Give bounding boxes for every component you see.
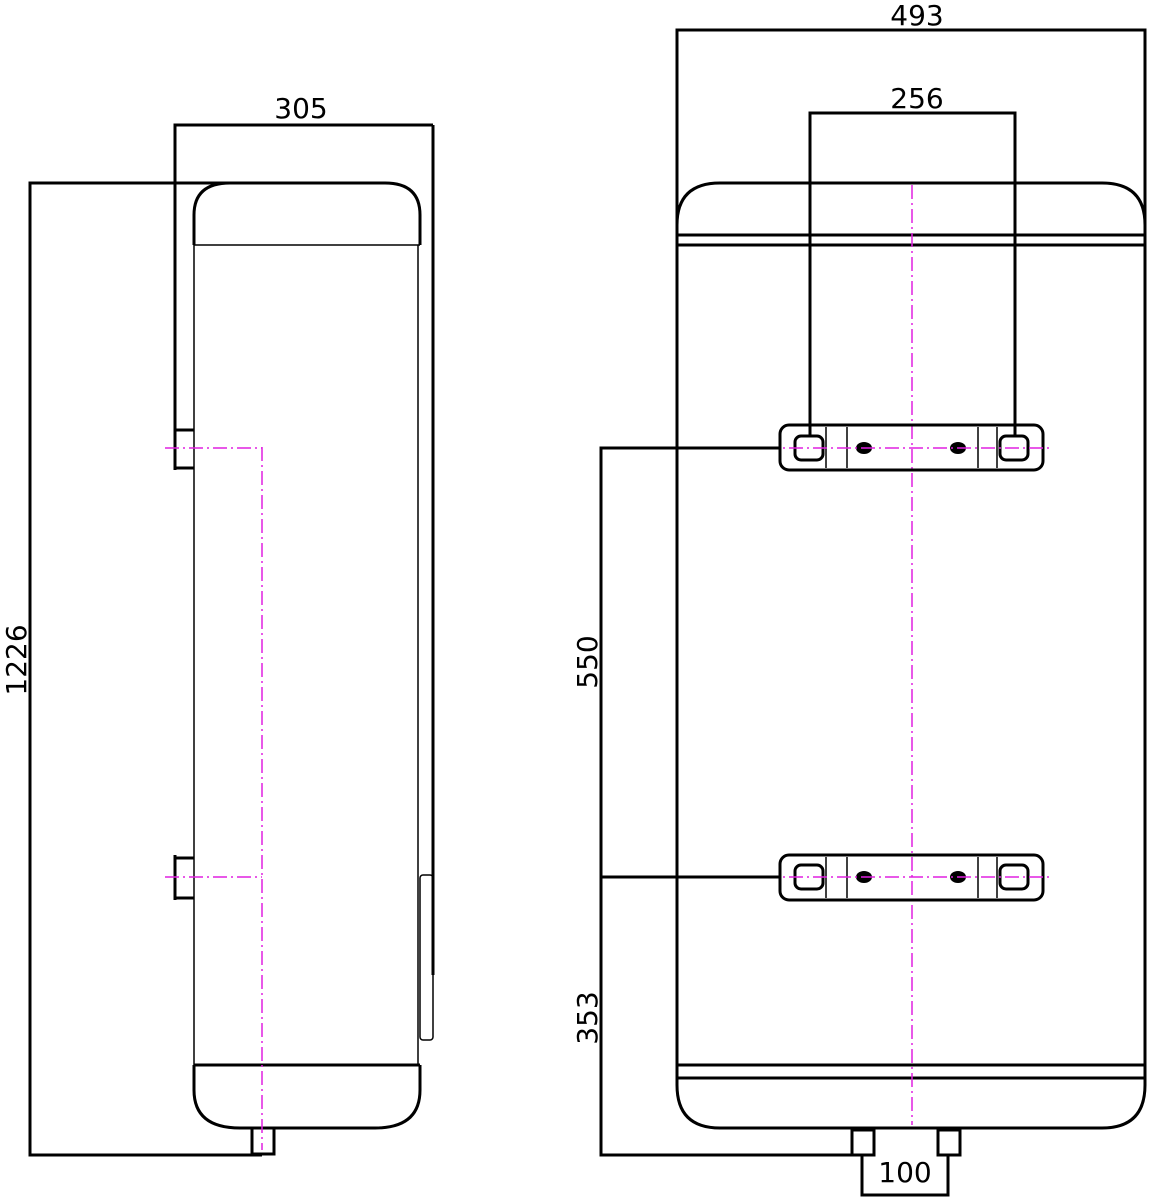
side-bottom-fitting [250,1126,276,1156]
dim-100: 100 [878,1156,931,1189]
dim-256-lines [808,111,1017,435]
dim-1226-lines [28,181,262,1157]
dim-550: 550 [571,635,604,688]
side-view: 305 1226 [0,92,435,1157]
dim-305: 305 [274,92,327,125]
side-bottom-cap [192,1065,422,1130]
dim-256: 256 [890,82,943,115]
side-top-cap [192,181,422,245]
cold-water-fitting [850,1128,876,1157]
upper-mounting-bracket [765,423,1052,472]
dim-353: 353 [571,991,604,1044]
side-control-box [419,874,434,1041]
front-view: 493 256 550 353 100 [571,0,1147,1197]
dim-100-lines [860,1155,950,1197]
dim-493-lines [675,28,1147,235]
hot-water-fitting [936,1128,962,1157]
dim-493: 493 [890,0,943,32]
dim-550-353-lines [599,446,862,1157]
dim-1226: 1226 [0,624,33,695]
front-bottom-cap [675,1078,1147,1130]
front-top-cap [675,181,1147,235]
dim-305-lines [173,123,433,425]
lower-mounting-bracket [765,853,1052,902]
